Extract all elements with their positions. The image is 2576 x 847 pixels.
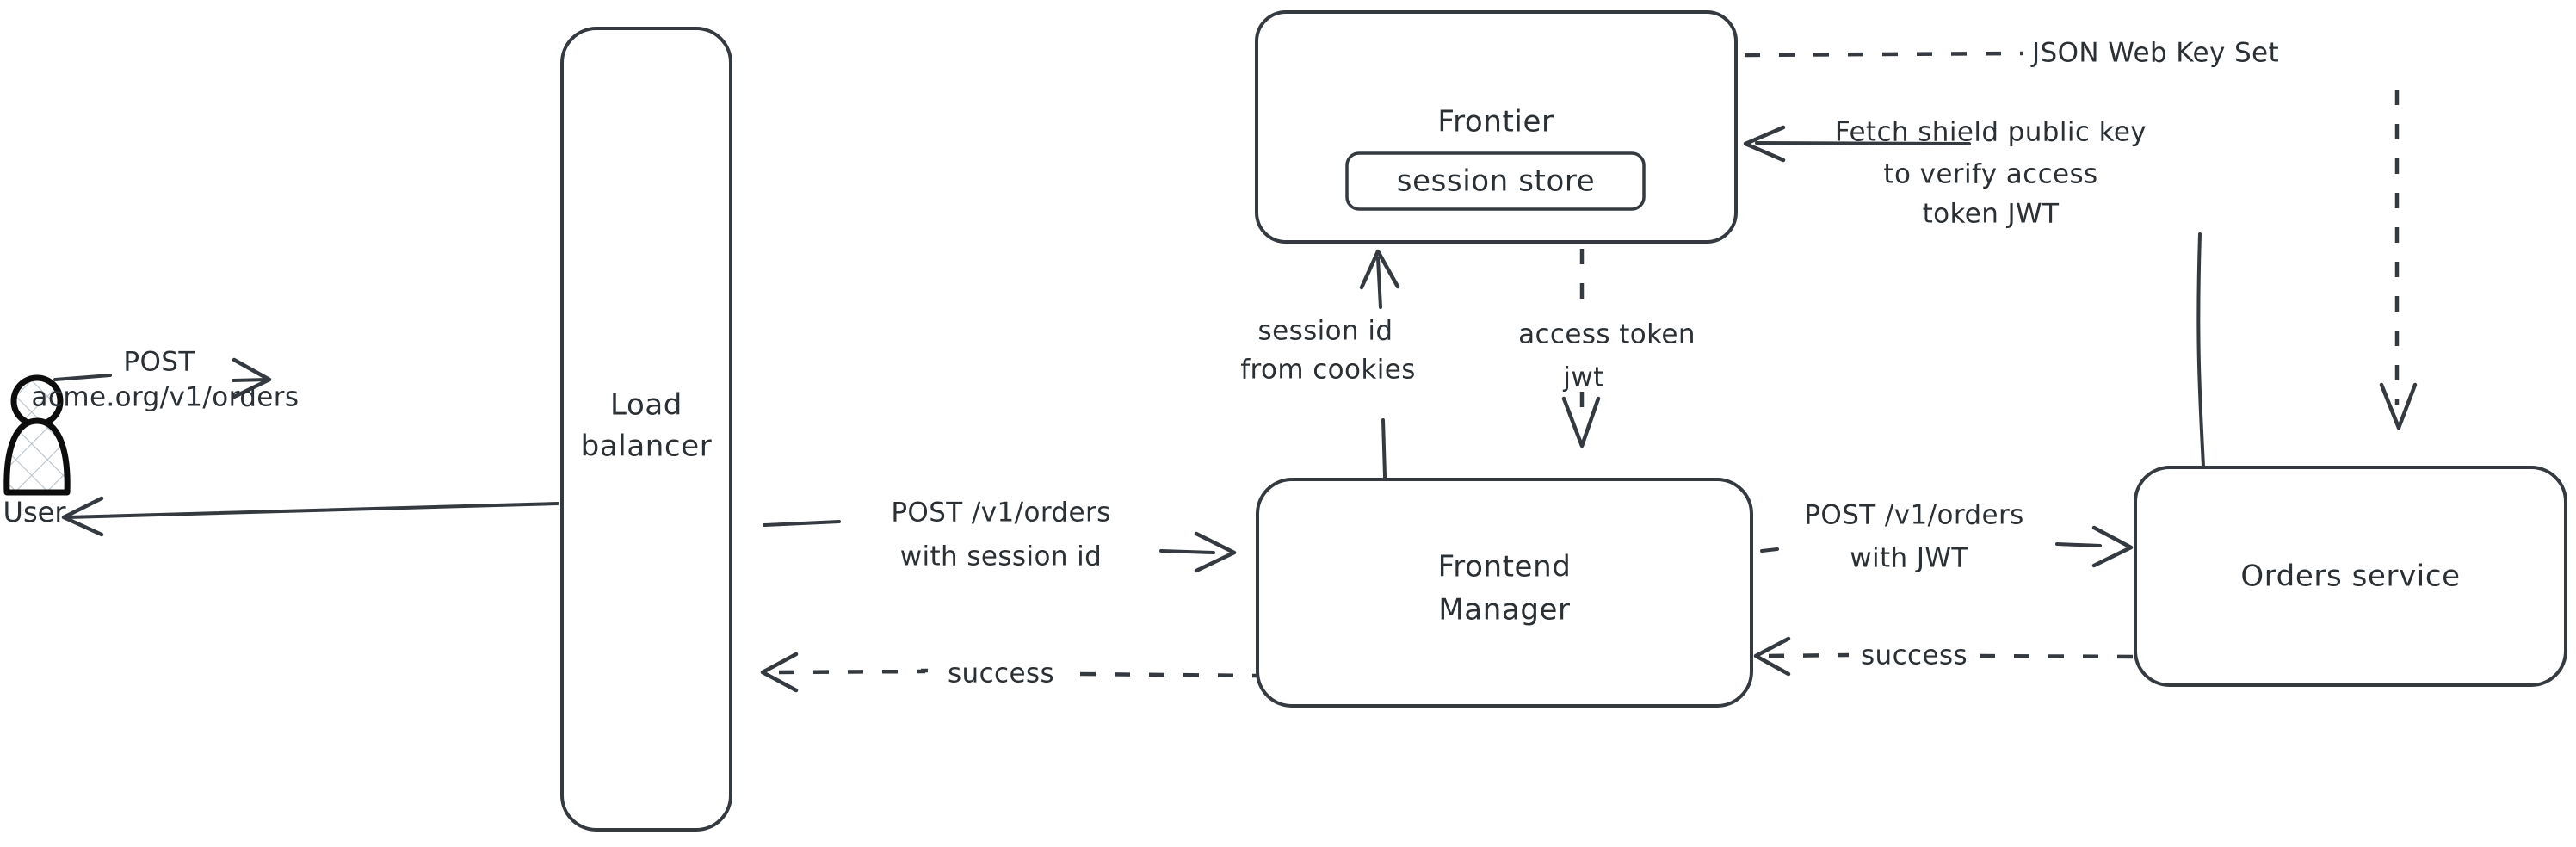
edge-lb-to-fm-line [763,520,841,527]
frontend-manager-box [1256,478,1753,708]
edge-user-to-lb-arrowhead [232,357,272,399]
edge-orders-to-frontier-label-line2: to verify access [1883,159,2097,190]
edge-fm-to-lb-arrowhead [760,652,799,693]
edge-fm-to-frontier-label-line2: from cookies [1240,355,1416,386]
node-frontend-manager[interactable]: Frontend Manager [1256,478,1753,708]
load-balancer-label-line1: Load [610,388,683,423]
edge-orders-to-fm-arrowhead [1753,636,1791,677]
edge-fm-to-frontier-label-line1: session id [1258,316,1393,347]
node-orders-service[interactable]: Orders service [2134,466,2567,687]
load-balancer-label-line2: balancer [581,430,713,464]
edge-user-to-lb-label-line2: acme.org/v1/orders [32,382,300,413]
edge-fm-to-lb-dash-seg-a [778,669,926,675]
edge-user-to-load-balancer[interactable]: POST acme.org/v1/orders [32,347,300,413]
edge-lb-to-fm-label-line2: with session id [900,541,1103,572]
edge-orders-to-frontier-label-line1: Fetch shield public key [1835,117,2147,148]
orders-service-label: Orders service [2240,560,2460,594]
edge-load-balancer-to-frontend-manager[interactable]: POST /v1/orders with session id [763,498,1237,573]
edge-lb-to-fm-line-tail [1159,549,1215,554]
edge-frontend-manager-to-load-balancer[interactable]: success [760,652,1257,693]
actor-user[interactable]: User [3,374,71,529]
actor-user-label: User [3,496,67,529]
edge-fm-to-frontier-arrowhead [1359,249,1400,290]
session-store-box[interactable] [1345,151,1646,211]
edge-lb-to-user-line [65,502,559,519]
edge-fm-to-frontier-line-upper [1376,257,1382,309]
edge-frontend-manager-to-orders-service[interactable]: POST /v1/orders with JWT [1760,500,2134,574]
node-load-balancer[interactable]: Load balancer [560,27,732,832]
edge-fm-to-lb-label: success [948,658,1054,689]
edge-user-to-lb-line [53,374,112,381]
edge-jwks-label: JSON Web Key Set [2030,38,2279,69]
edge-orders-to-fm-label: success [1861,640,1968,671]
edge-frontier-to-fm-arrowhead [1561,396,1601,448]
orders-service-box [2134,466,2567,687]
edge-frontier-to-fm-label-line2: jwt [1562,362,1603,393]
load-balancer-box [560,27,732,832]
edge-frontend-manager-to-frontier[interactable]: session id from cookies [1240,249,1416,505]
edge-fm-to-lb-dash-seg-b [1079,671,1257,678]
edge-user-to-lb-label-line1: POST [123,347,195,378]
edge-frontier-to-frontend-manager[interactable]: access token jwt [1518,249,1696,448]
edge-orders-to-frontier-arrowhead [1743,125,1786,163]
edge-orders-service-to-frontier[interactable]: Fetch shield public key to verify access… [1743,117,2205,468]
user-person-icon-body [3,417,71,496]
edge-lb-to-fm-arrowhead [1194,531,1237,573]
edge-lb-to-fm-label-line1: POST /v1/orders [891,498,1110,529]
node-frontier[interactable]: Frontier session store [1255,10,1738,244]
session-store-label: session store [1397,164,1595,199]
frontend-manager-label-line2: Manager [1438,593,1570,628]
edge-orders-to-fm-dash-seg-b [1979,653,2135,659]
edge-orders-to-frontier-vertical [2196,232,2205,468]
frontier-label: Frontier [1437,105,1554,139]
edge-orders-to-fm-dash-seg-a [1768,652,1850,658]
edge-json-web-key-set[interactable]: JSON Web Key Set [1744,38,2418,430]
edge-orders-to-frontier-label-line3: token JWT [1923,199,2060,230]
edge-frontier-to-fm-label-line1: access token [1518,319,1696,350]
edge-fm-to-orders-label-line1: POST /v1/orders [1804,500,2023,531]
edge-fm-to-orders-label-line2: with JWT [1850,543,1968,574]
edge-jwks-arrowhead [2379,382,2418,430]
edge-fm-to-orders-line [1760,547,1779,553]
edge-fm-to-orders-arrowhead [2091,525,2134,568]
frontend-manager-label-line1: Frontend [1438,550,1572,584]
edge-orders-to-frontier-horizontal [1755,141,1971,145]
edge-load-balancer-to-user[interactable] [61,496,559,537]
edge-fm-to-orders-line-tail [2055,542,2102,547]
edge-orders-service-to-frontend-manager[interactable]: success [1753,636,2135,677]
edge-lb-to-user-arrowhead [61,496,104,537]
edge-jwks-horizontal [1744,51,2023,58]
